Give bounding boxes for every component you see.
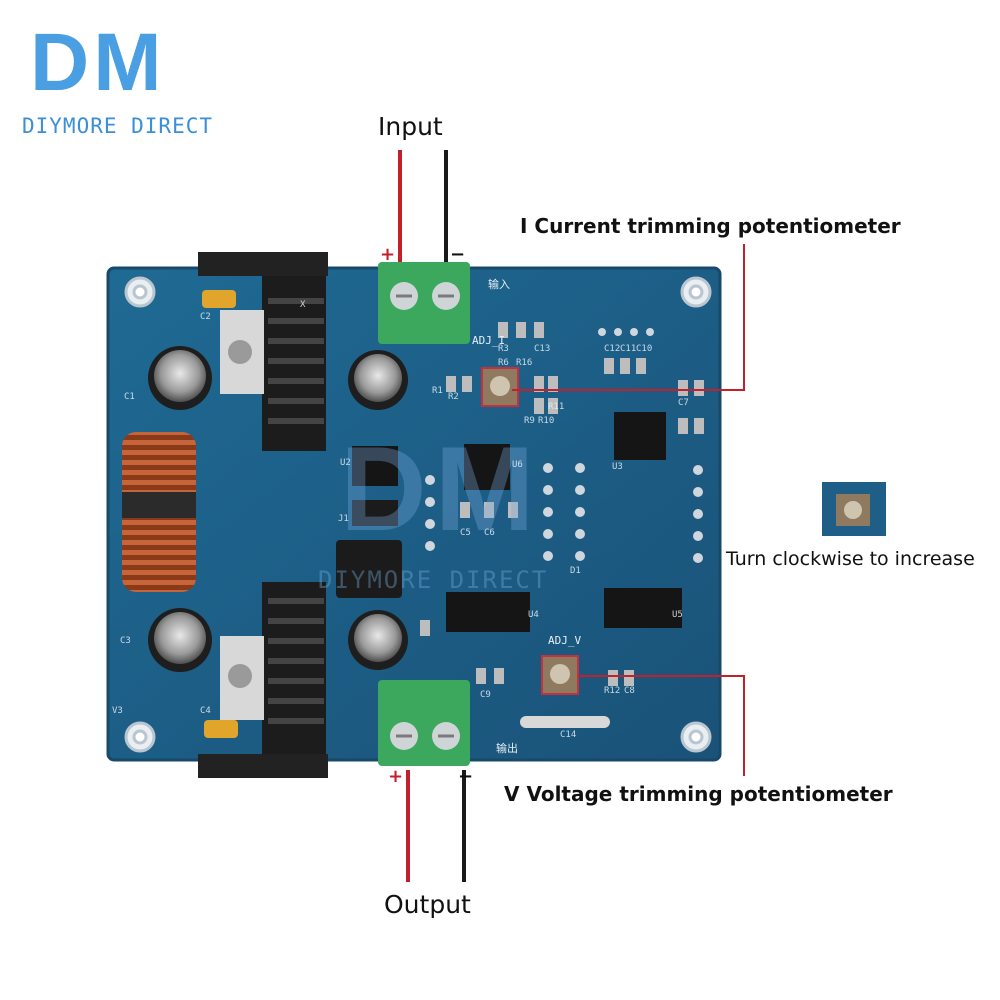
brand-logo: DM — [30, 17, 166, 108]
silkscreen-r1: R1 — [432, 386, 443, 396]
silkscreen-r6: R6 — [498, 358, 509, 368]
silkscreen-c13: C13 — [534, 344, 551, 354]
silkscreen-u4: U4 — [528, 610, 539, 620]
input-plus-sign: + — [380, 244, 396, 265]
silkscreen-c5: C5 — [460, 528, 471, 538]
silkscreen-c6: C6 — [484, 528, 495, 538]
silkscreen-r10: R10 — [538, 416, 555, 426]
current-potentiometer-label: I Current trimming potentiometer — [520, 214, 901, 238]
current-potentiometer — [481, 367, 519, 407]
output-cn-label: 输出 — [496, 742, 518, 755]
voltage-potentiometer — [541, 655, 579, 695]
silkscreen-c14: C14 — [560, 730, 577, 740]
output-minus-sign: − — [458, 766, 474, 787]
silkscreen-c1: C1 — [124, 392, 135, 402]
silkscreen-r12: R12 — [604, 686, 621, 696]
adj-i-label: ADJ_I — [472, 334, 506, 347]
capacitor-c4 — [204, 720, 238, 738]
heatsink-bottom — [198, 582, 328, 778]
heatsink-top — [198, 252, 328, 451]
input-cn-label: 输入 — [488, 278, 510, 291]
silkscreen-c12: C12 — [604, 344, 621, 354]
capacitor-c1 — [148, 346, 212, 410]
jumper-j1 — [520, 716, 610, 728]
clockwise-hint: Turn clockwise to increase — [726, 548, 975, 570]
capacitor-input — [348, 350, 408, 410]
silkscreen-r3: R3 — [498, 344, 509, 354]
input-label: Input — [378, 112, 443, 141]
smd-components — [420, 322, 704, 686]
silkscreen-r16: R16 — [516, 358, 533, 368]
silkscreen-c11: C11 — [620, 344, 637, 354]
ic-u6 — [464, 444, 510, 490]
output-wires — [406, 770, 466, 882]
watermark-text: DIYMORE DIRECT — [318, 566, 549, 594]
ic-u3 — [614, 412, 666, 460]
silkscreen-r11: R11 — [548, 402, 565, 412]
input-terminal-block — [378, 262, 470, 344]
potentiometer-inset — [822, 482, 886, 536]
input-wires — [398, 150, 448, 262]
silkscreen-c2: C2 — [200, 312, 211, 322]
voltage-potentiometer-label: V Voltage trimming potentiometer — [504, 782, 893, 806]
current-callout-line — [512, 244, 745, 391]
silkscreen-c8: C8 — [624, 686, 635, 696]
header-pins — [425, 328, 703, 563]
silkscreen-u5: U5 — [672, 610, 683, 620]
ic-u4 — [446, 592, 530, 632]
output-label: Output — [384, 890, 471, 919]
capacitor-c3 — [148, 608, 212, 672]
adj-v-label: ADJ_V — [548, 634, 582, 647]
watermark-logo: DM — [340, 422, 543, 556]
silkscreen-c7: C7 — [678, 398, 689, 408]
silkscreen-c4: C4 — [200, 706, 211, 716]
power-inductor — [336, 540, 402, 598]
silkscreen-u2: U2 — [340, 458, 351, 468]
diode-d1 — [352, 500, 398, 526]
voltage-callout-line — [578, 675, 745, 776]
silkscreen-u3: U3 — [612, 462, 623, 472]
silkscreen-d1: D1 — [570, 566, 581, 576]
mounting-holes — [124, 276, 712, 753]
silkscreen-x: X — [300, 300, 306, 310]
silkscreen-v3: V3 — [112, 706, 123, 716]
silkscreen-j1: J1 — [338, 514, 349, 524]
output-plus-sign: + — [388, 766, 404, 787]
silkscreen-c3: C3 — [120, 636, 131, 646]
input-minus-sign: − — [450, 244, 466, 265]
capacitor-output — [348, 610, 408, 670]
silkscreen-u6: U6 — [512, 460, 523, 470]
silkscreen-r2: R2 — [448, 392, 459, 402]
silkscreen-c9: C9 — [480, 690, 491, 700]
silkscreen-c10: C10 — [636, 344, 653, 354]
output-terminal-block — [378, 680, 470, 766]
ic-u2 — [352, 446, 398, 486]
capacitor-c2 — [202, 290, 236, 308]
brand-name: DIYMORE DIRECT — [22, 114, 214, 138]
inductor — [122, 432, 196, 592]
silkscreen-r9: R9 — [524, 416, 535, 426]
ic-u5 — [604, 588, 682, 628]
